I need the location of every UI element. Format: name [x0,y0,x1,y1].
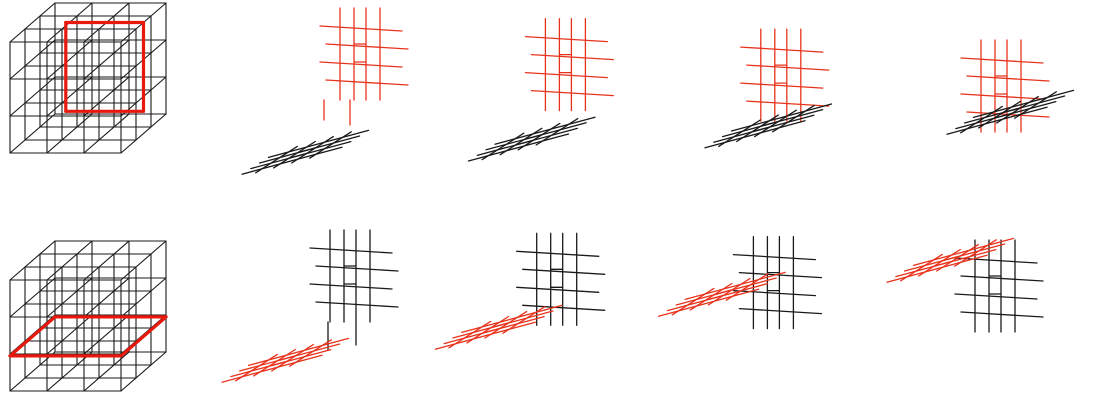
stage-4 [947,40,1074,134]
horizontal-strand [739,309,821,314]
cube-edge [84,352,129,391]
horizontal-strand [531,55,613,60]
cube-edge [84,40,129,79]
horizontal-strand [316,266,398,271]
horizontal-strand [316,302,398,307]
cube-bottom [10,241,166,391]
stage-2 [435,233,604,349]
horizontal-strand [961,94,1043,99]
cube-edge [10,241,55,280]
horizontal-strand [517,287,599,292]
stage-3 [705,29,832,148]
cube-edge [47,114,92,153]
cube-edge [10,40,55,79]
horizontal-strand [961,58,1043,63]
black-horizontal-mat [242,130,369,174]
oblique-strand [449,321,491,347]
cube-edge [121,241,166,280]
horizontal-strand [733,255,815,260]
cube-edge [10,352,55,391]
cube-edge [47,278,92,317]
cube-edge [84,241,129,280]
horizontal-strand [517,251,599,256]
horizontal-strand [525,73,607,78]
horizontal-strand [747,101,829,106]
black-vertical-mat [517,233,605,325]
black-vertical-mat [310,230,398,322]
highlight-plane-edge [121,317,166,356]
oblique-strand [482,133,524,159]
red-vertical-mat [741,29,829,121]
horizontal-strand [320,62,402,67]
horizontal-strand [961,276,1043,281]
horizontal-strand [310,248,392,253]
cube-edge [47,352,92,391]
stage-4 [887,238,1043,332]
cube-edge [10,3,55,42]
row-vertical-plane [242,8,1074,174]
cube-edge [10,77,55,116]
stage-1 [242,8,408,174]
red-horizontal-mat [222,338,349,382]
stage-2 [469,19,614,161]
oblique-strand [672,288,714,314]
red-vertical-mat [525,19,613,111]
cube-edge [47,40,92,79]
horizontal-strand [741,47,823,52]
cube-edge [121,278,166,317]
cube-edge [47,315,92,354]
cube-edge [84,114,129,153]
oblique-strand [719,120,761,146]
black-horizontal-mat [469,117,596,161]
black-horizontal-mat [705,104,832,148]
horizontal-strand [741,83,823,88]
stage-1 [222,230,398,382]
cube-edge [10,278,55,317]
cube-edge [121,352,166,391]
highlight-plane-edge [10,317,55,356]
cube-edge [10,114,55,153]
stage-3 [659,237,822,329]
oblique-strand [256,146,298,172]
row-horizontal-plane [222,230,1043,382]
cube-edge [121,114,166,153]
cube-edge [84,278,129,317]
horizontal-strand [531,91,613,96]
horizontal-strand [523,305,605,310]
horizontal-strand [967,76,1049,81]
horizontal-strand [326,44,408,49]
horizontal-strand [310,284,392,289]
red-vertical-mat [320,8,408,100]
horizontal-strand [961,312,1043,317]
oblique-strand [236,354,278,380]
horizontal-strand [523,269,605,274]
horizontal-strand [525,37,607,42]
cube-edge [84,315,129,354]
cube-edge [47,241,92,280]
cube-top [10,3,166,153]
oblique-strand [901,254,943,280]
horizontal-strand [955,294,1037,299]
horizontal-strand [326,80,408,85]
horizontal-strand [320,26,402,31]
red-horizontal-mat [435,305,562,349]
horizontal-strand [747,65,829,70]
